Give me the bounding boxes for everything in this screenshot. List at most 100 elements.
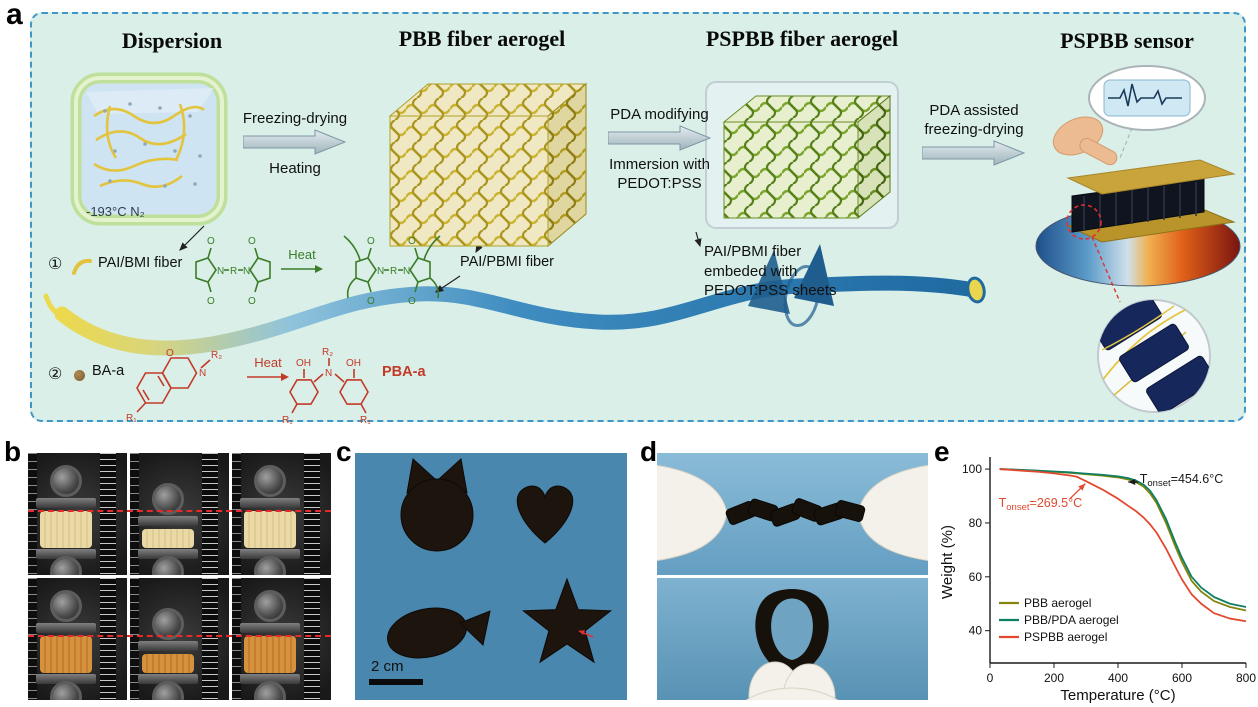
atom-label-oh: OH	[296, 358, 311, 369]
legend-label: PBB aerogel	[1024, 596, 1091, 610]
legend-label: PBB/PDA aerogel	[1024, 613, 1119, 627]
title-pspbb-sensor: PSPBB sensor	[1060, 28, 1194, 53]
compression-photo	[28, 578, 127, 700]
sensor-stack	[1066, 159, 1236, 243]
fiber-fin	[748, 250, 790, 314]
atom-label-o: O	[166, 348, 174, 359]
series-line	[999, 468, 1247, 608]
right-arrow-icon	[242, 129, 347, 155]
aerogel-sample	[142, 529, 194, 548]
panel-e-label: e	[934, 436, 950, 467]
atom-label-o: O	[408, 296, 416, 307]
annotation-text: Tonset=269.5°C	[999, 496, 1083, 513]
cat-shape	[400, 478, 474, 552]
aerogel-sample	[40, 636, 92, 673]
atom-label-o: O	[207, 236, 215, 247]
scale-bar	[369, 679, 423, 685]
pspbb-aerogel-cube-illustration	[705, 81, 899, 229]
pai-pbmi-fiber-label: PAI/PBMI fiber	[460, 254, 555, 270]
arrow2-top-label: PDA modifying	[610, 106, 709, 123]
dispersion-cube-illustration: -193°C N₂	[70, 72, 228, 226]
clamp-knob	[254, 590, 286, 622]
atom-label-o: O	[207, 296, 215, 307]
compression-photo	[130, 453, 229, 575]
panel-d-flexibility-photos	[657, 453, 928, 700]
ecg-inset	[1088, 65, 1206, 159]
pbb-aerogel-cube-illustration	[388, 82, 588, 248]
aerogel-sample	[244, 511, 296, 548]
clamp-bar	[36, 549, 96, 559]
process-arrow-3: PDA assisted freezing-drying	[904, 102, 1044, 171]
heat-label: Heat	[254, 355, 282, 370]
pedot-note-line2: embeded with	[704, 262, 798, 280]
clamp-bar	[36, 674, 96, 684]
ruler	[130, 578, 139, 700]
panel-b-compression-photos	[28, 453, 331, 700]
y-axis-label: Weight (%)	[939, 525, 956, 599]
finger-press	[1052, 116, 1118, 166]
compression-photo	[28, 453, 127, 575]
panel-a-scheme: Dispersion PBB fiber aerogel PSPBB fiber…	[30, 12, 1246, 426]
clamp-bar	[240, 674, 300, 684]
atom-label-r2: R₂	[211, 350, 222, 361]
bmi-structure: O O N R N O O	[195, 236, 271, 307]
fiber-fin	[794, 244, 834, 306]
compression-photo-row-1	[28, 453, 331, 575]
ruler	[28, 578, 37, 700]
clamp-bar	[36, 498, 96, 508]
reference-height-line	[28, 635, 331, 637]
y-tick-label: 80	[969, 516, 983, 530]
atom-label-o: O	[248, 236, 256, 247]
atom-label-n: N	[199, 368, 206, 379]
atom-label-r1: R₁	[360, 415, 371, 426]
series-line	[999, 468, 1247, 623]
heat-label: Heat	[288, 247, 316, 262]
atom-label-r1: R₁	[126, 413, 137, 424]
dispersion-temp-note: -193°C N₂	[86, 204, 145, 219]
compression-photo	[130, 578, 229, 700]
pai-bmi-fiber-label: PAI/BMI fiber	[98, 255, 183, 271]
ruler	[232, 578, 241, 700]
arrow2-bottom-label-2: PEDOT:PSS	[617, 174, 702, 192]
atom-label-o: O	[408, 236, 416, 247]
heat-arrow-red: Heat	[244, 356, 292, 387]
x-axis-label: Temperature (°C)	[1060, 687, 1175, 704]
clamp-knob	[254, 465, 286, 497]
clamp-knob	[254, 681, 286, 700]
fiber-flow-illustration	[43, 225, 986, 356]
heat-arrow-green: Heat	[278, 248, 326, 279]
x-tick-label: 800	[1236, 671, 1256, 685]
pedot-note: PAI/PBMI fiber embeded with PEDOT:PSS sh…	[704, 242, 859, 301]
fish-tail	[459, 610, 491, 646]
clamp-knob	[152, 608, 184, 640]
reference-height-line	[28, 510, 331, 512]
atom-label-n: N	[403, 266, 410, 277]
x-tick-label: 400	[1108, 671, 1128, 685]
zoom-circle-sheets	[1097, 299, 1211, 413]
twisted-aerogel-strip	[725, 498, 866, 527]
glove-fingers	[745, 661, 839, 700]
aerogel-sample	[244, 636, 296, 673]
ruler	[28, 453, 37, 575]
clamp-bar	[36, 623, 96, 633]
x-tick-label: 600	[1172, 671, 1192, 685]
atom-label-o: O	[367, 236, 375, 247]
arrow1-top-label: Freezing-drying	[242, 110, 348, 127]
panel-a-label: a	[6, 0, 23, 31]
ruler	[304, 578, 320, 700]
atom-label-oh: OH	[346, 358, 361, 369]
pba-a-structure: OH OH N R₂ R₁ R₁	[282, 347, 371, 426]
fiber-cut-end	[966, 276, 986, 304]
x-tick-label: 0	[987, 671, 994, 685]
clamp-bar	[138, 641, 198, 651]
heart-shape	[516, 485, 574, 544]
ecg-waveform	[1108, 83, 1182, 107]
ba-a-label: BA-a	[92, 363, 125, 379]
process-arrow-2: PDA modifying Immersion with PEDOT:PSS	[592, 106, 727, 193]
star-shape	[521, 577, 613, 664]
clamp-knob	[50, 590, 82, 622]
clamp-knob	[152, 681, 184, 700]
panel-c-shaped-aerogels-photo: 2 cm	[355, 453, 627, 700]
right-arrow-icon	[607, 125, 711, 151]
